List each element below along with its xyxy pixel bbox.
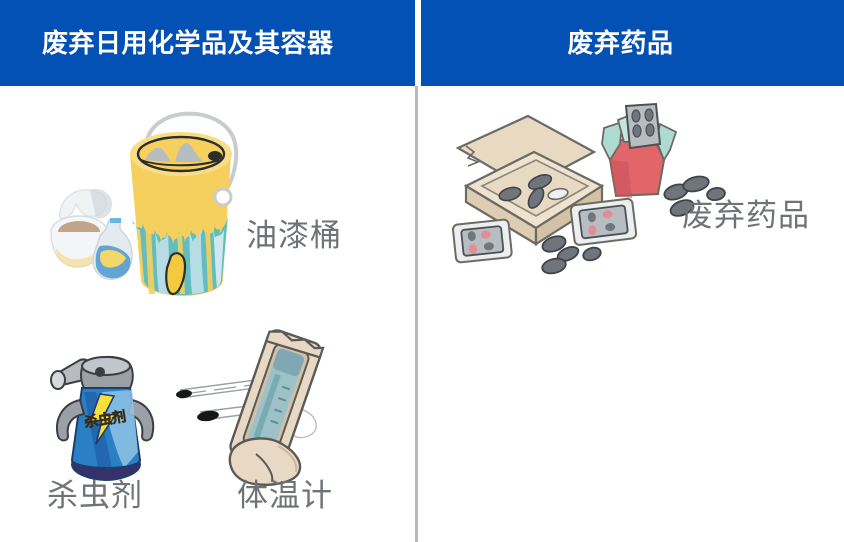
- header-row: 废弃日用化学品及其容器 废弃药品: [0, 0, 844, 86]
- svg-text:杀虫剂: 杀虫剂: [83, 408, 127, 430]
- column-divider: [415, 86, 418, 542]
- item-label-paint-bucket: 油漆桶: [246, 218, 342, 253]
- page-title-chemicals: 废弃日用化学品及其容器: [42, 28, 334, 58]
- item-label-waste-medicine: 废弃药品: [682, 198, 810, 233]
- spilled-paint-can-and-bottle-icon: [50, 188, 133, 281]
- header-cell-chemicals: 废弃日用化学品及其容器: [0, 0, 415, 86]
- insecticide-spray-can-icon: 杀虫剂: [50, 356, 155, 482]
- panel-chemicals: 油漆桶 杀虫剂: [0, 86, 415, 542]
- panel-medicine: 废弃药品: [418, 86, 844, 542]
- page-title-medicine: 废弃药品: [567, 28, 674, 58]
- item-label-insecticide: 杀虫剂: [47, 478, 143, 513]
- paint-bucket-icon: [130, 111, 239, 296]
- item-label-thermometer: 体温计: [237, 478, 333, 513]
- header-cell-medicine: 废弃药品: [421, 0, 844, 86]
- medicine-box-with-pills-icon: [451, 102, 726, 275]
- header-divider-gap: [415, 0, 421, 86]
- content-area: 油漆桶 杀虫剂: [0, 86, 844, 542]
- mercury-thermometer-icon: [176, 329, 325, 486]
